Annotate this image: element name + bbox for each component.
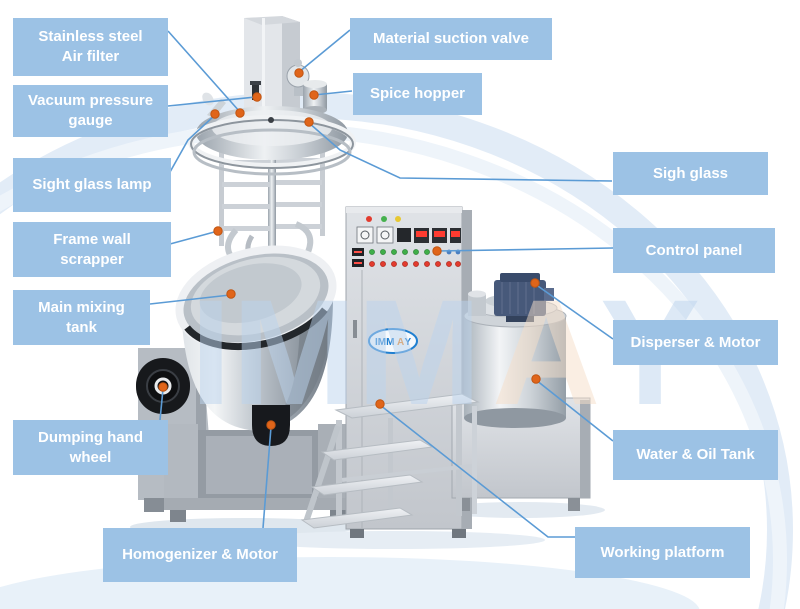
working-platform-graphic (300, 393, 480, 529)
connector-dot-sight-glass-lamp (210, 109, 220, 119)
connector-dot-main-mixing-tank (226, 289, 236, 299)
connector-line-working-platform (379, 404, 575, 538)
main-tank-graphic (175, 245, 337, 446)
connector-line-vacuum-gauge (167, 96, 257, 107)
connector-dot-material-suction-valve (294, 68, 304, 78)
connector-line-disperser (534, 283, 614, 340)
machine-group: IMM A Y (130, 16, 605, 549)
label-frame-wall-scrapper: Frame wall scrapper (13, 222, 171, 277)
label-spice-hopper: Spice hopper (353, 73, 482, 115)
label-control-panel: Control panel (613, 228, 775, 273)
connector-dots (158, 68, 541, 430)
logo-text-right: Y (405, 337, 412, 348)
connector-line-sight-glass-lamp (169, 114, 216, 173)
label-main-mixing-tank: Main mixing tank (13, 290, 150, 345)
connector-dot-control-panel (432, 246, 442, 256)
connector-dot-dumping-hand-wheel (158, 382, 168, 392)
connector-dot-working-platform (375, 399, 385, 409)
connector-line-material-suction-valve (298, 29, 351, 73)
connector-dot-water-oil-tank (531, 374, 541, 384)
shadow (435, 502, 605, 518)
label-stainless-steel-air-filter: Stainless steel Air filter (13, 18, 168, 76)
connector-dot-spice-hopper (309, 90, 319, 100)
connector-dot-vacuum-gauge (252, 92, 262, 102)
connector-dot-homogenizer (266, 420, 276, 430)
connector-line-sigh-glass (308, 122, 613, 182)
connector-line-dumping-hand-wheel (159, 388, 164, 421)
label-dumping-hand-wheel: Dumping hand wheel (13, 420, 168, 475)
connector-dot-sigh-glass (304, 117, 314, 127)
watermark-text-mid: A (492, 268, 600, 436)
label-sigh-glass: Sigh glass (613, 152, 768, 195)
control-panel-graphic (352, 216, 461, 267)
label-water-oil-tank: Water & Oil Tank (613, 430, 778, 480)
label-material-suction-valve: Material suction valve (350, 18, 552, 60)
shadow (245, 531, 545, 549)
cabinet-logo: IMM A Y (368, 328, 418, 354)
connector-lines (149, 29, 614, 538)
connector-line-frame-wall-scrapper (169, 230, 219, 245)
vacuum-gauge-nozzle (252, 84, 259, 100)
connector-line-spice-hopper (313, 90, 353, 96)
label-homogenizer-motor: Homogenizer & Motor (103, 528, 297, 582)
connector-line-homogenizer (262, 426, 272, 529)
connector-dot-disperser (530, 278, 540, 288)
connector-line-air-filter (167, 30, 241, 113)
label-sight-glass-lamp: Sight glass lamp (13, 158, 171, 212)
logo-text-mid: A (397, 337, 404, 348)
connector-dot-air-filter (235, 108, 245, 118)
connector-dot-frame-wall-scrapper (213, 226, 223, 236)
connector-line-control-panel (436, 247, 614, 252)
label-disperser-motor: Disperser & Motor (613, 320, 778, 365)
logo-text-left: IMM (375, 337, 394, 348)
label-vacuum-pressure-gauge: Vacuum pressure gauge (13, 85, 168, 137)
label-working-platform: Working platform (575, 527, 750, 578)
watermark-text-left: IMM (190, 268, 482, 436)
connector-line-water-oil-tank (535, 379, 614, 442)
connector-line-main-mixing-tank (149, 294, 231, 305)
